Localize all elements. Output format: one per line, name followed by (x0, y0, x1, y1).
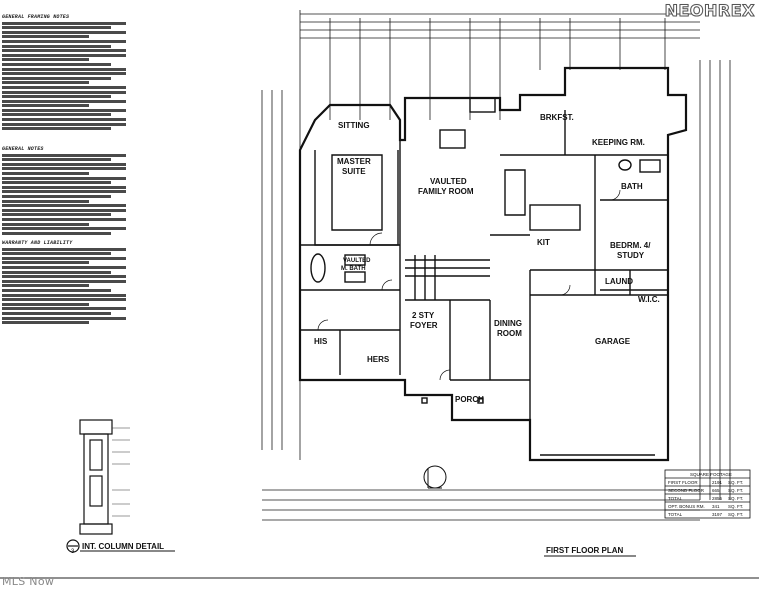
room-label-bedrm-2: STUDY (617, 251, 645, 260)
room-label-kit: KIT (537, 238, 550, 247)
room-label-foyer-2: FOYER (410, 321, 438, 330)
general-notes: GENERAL NOTES (2, 146, 126, 236)
warranty-notes: WARRANTY AND LIABILITY (2, 240, 126, 326)
sqft-row-unit: SQ. FT. (728, 512, 743, 517)
room-label-vaulted-family-2: FAMILY ROOM (418, 187, 474, 196)
room-label-hers: HERS (367, 355, 390, 364)
room-label-bath: BATH (621, 182, 643, 191)
sqft-row-unit: SQ. FT. (728, 488, 743, 493)
general-framing-notes: GENERAL FRAMING NOTES (2, 14, 126, 132)
room-label-vaulted-bath-2: M. BATH (341, 266, 366, 272)
room-label-bedrm-1: BEDRM. 4/ (610, 241, 651, 250)
column-detail-title: INT. COLUMN DETAIL (82, 542, 164, 551)
warranty-title: WARRANTY AND LIABILITY (2, 240, 73, 246)
sqft-title: SQUARE FOOTAGE (690, 472, 732, 477)
room-label-brkfst: BRKFST. (540, 113, 574, 122)
room-label-porch: PORCH (455, 395, 484, 404)
room-label-sitting: SITTING (338, 121, 370, 130)
room-label-vaulted-bath-1: VAULTED (343, 258, 371, 264)
sqft-row-unit: SQ. FT. (728, 504, 743, 509)
sqft-row-value: 2856 (712, 496, 723, 501)
room-label-master-1: MASTER (337, 157, 371, 166)
room-label-master-2: SUITE (342, 167, 366, 176)
sqft-row-unit: SQ. FT. (728, 496, 743, 501)
sqft-row-value: 2191 (712, 480, 723, 485)
column-detail-number: 3 (71, 549, 75, 555)
general-framing-notes-title: GENERAL FRAMING NOTES (2, 14, 70, 20)
room-label-laund: LAUND (605, 277, 633, 286)
sqft-row-unit: SQ. FT. (728, 480, 743, 485)
plan-title: FIRST FLOOR PLAN (546, 546, 624, 555)
room-label-keeping: KEEPING RM. (592, 138, 645, 147)
sqft-row-label: SECOND FLOOR (668, 488, 705, 493)
room-label-his: HIS (314, 337, 328, 346)
room-label-dining-1: DINING (494, 319, 522, 328)
room-label-garage: GARAGE (595, 337, 631, 346)
sqft-row-value: 341 (712, 504, 720, 509)
sqft-row-value: 3197 (712, 512, 723, 517)
sqft-row-value: 665 (712, 488, 720, 493)
watermark-logo: NEOHREX (664, 1, 755, 21)
sqft-row-label: TOTAL (668, 496, 683, 501)
mls-logo: MLS Now (2, 575, 55, 588)
sqft-row-label: FIRST FLOOR (668, 480, 698, 485)
sqft-row-label: OPT. BONUS RM. (668, 504, 705, 509)
room-label-foyer-1: 2 STY (412, 311, 435, 320)
room-label-dining-2: ROOM (497, 329, 522, 338)
general-notes-title: GENERAL NOTES (2, 146, 44, 152)
sqft-row-label: TOTAL (668, 512, 683, 517)
room-label-wic: W.I.C. (638, 295, 660, 304)
room-label-vaulted-family-1: VAULTED (430, 177, 467, 186)
